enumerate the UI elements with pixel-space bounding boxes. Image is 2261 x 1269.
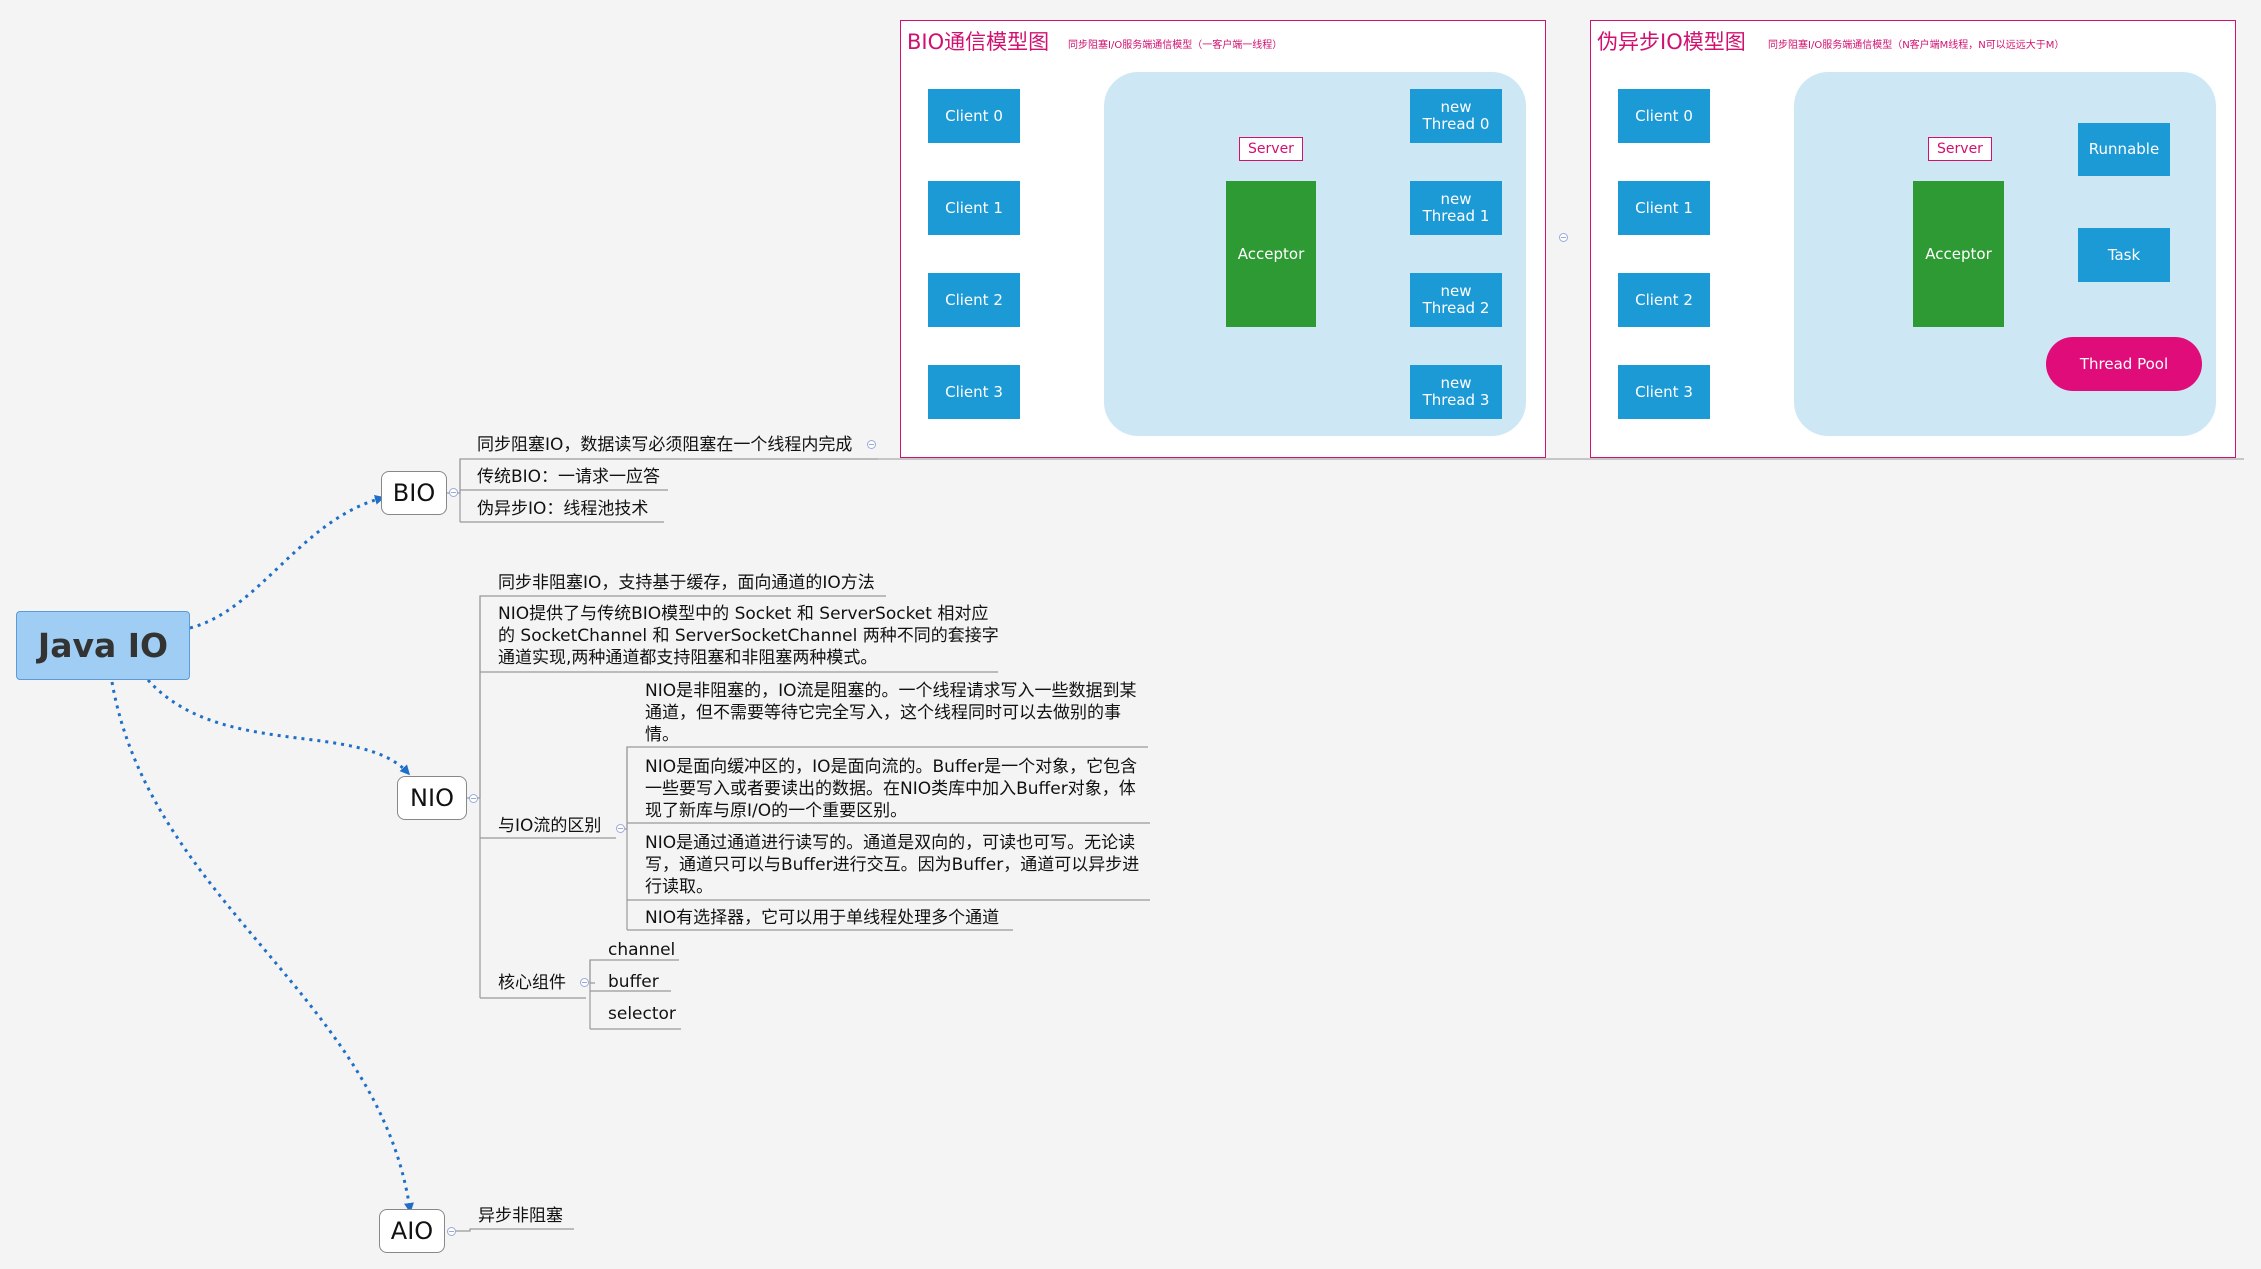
collapse-bio-diagram-icon[interactable]	[867, 440, 876, 449]
root-node-java-io[interactable]: Java IO	[16, 611, 190, 680]
pseudo-diagram-subtitle: 同步阻塞I/O服务端通信模型（N客户端M线程，N可以远远大于M）	[1768, 40, 2065, 51]
collapse-core-icon[interactable]	[580, 978, 589, 987]
nio-diff-item-2[interactable]: NIO是通过通道进行读写的。通道是双向的，可读也可写。无论读写，通道只可以与Bu…	[645, 833, 1140, 897]
bio-item-0[interactable]: 同步阻塞IO，数据读写必须阻塞在一个线程内完成	[477, 435, 853, 455]
bio-item-2[interactable]: 伪异步IO：线程池技术	[477, 499, 649, 519]
bio-client-3: Client 3	[928, 365, 1020, 419]
bio-thread-3: new Thread 3	[1410, 365, 1502, 419]
collapse-bio-icon[interactable]	[449, 488, 458, 497]
bio-diagram-subtitle: 同步阻塞I/O服务端通信模型（一客户端一线程）	[1068, 40, 1283, 51]
bio-client-2: Client 2	[928, 273, 1020, 327]
nio-core-item-channel[interactable]: channel	[608, 940, 676, 960]
bio-acceptor: Acceptor	[1226, 181, 1316, 327]
collapse-nio-icon[interactable]	[469, 794, 478, 803]
nio-core-item-selector[interactable]: selector	[608, 1004, 676, 1024]
bio-client-1: Client 1	[928, 181, 1020, 235]
pseudo-runnable: Runnable	[2078, 123, 2170, 176]
pseudo-client-2: Client 2	[1618, 273, 1710, 327]
branch-nio[interactable]: NIO	[397, 776, 467, 820]
branch-bio[interactable]: BIO	[381, 471, 447, 515]
nio-diff-item-0[interactable]: NIO是非阻塞的，IO流是阻塞的。一个线程请求写入一些数据到某通道，但不需要等待…	[645, 681, 1137, 745]
bio-item-1[interactable]: 传统BIO：一请求一应答	[477, 467, 661, 487]
pseudo-task: Task	[2078, 228, 2170, 282]
bio-diagram-title: BIO通信模型图	[907, 30, 1050, 54]
connector-root-nio	[146, 678, 411, 776]
pseudo-client-1: Client 1	[1618, 181, 1710, 235]
pseudo-client-0: Client 0	[1618, 89, 1710, 143]
bio-server-label: Server	[1239, 137, 1303, 161]
connector-root-aio	[110, 681, 414, 1213]
connector-root-bio	[189, 494, 385, 630]
nio-diff-label[interactable]: 与IO流的区别	[498, 816, 602, 836]
nio-core-item-buffer[interactable]: buffer	[608, 972, 659, 992]
nio-diff-item-3[interactable]: NIO有选择器，它可以用于单线程处理多个通道	[645, 908, 1000, 928]
nio-item-1[interactable]: NIO提供了与传统BIO模型中的 Socket 和 ServerSocket 相…	[498, 604, 999, 668]
nio-item-0[interactable]: 同步非阻塞IO，支持基于缓存，面向通道的IO方法	[498, 573, 875, 593]
bio-thread-1: new Thread 1	[1410, 181, 1502, 235]
collapse-aio-icon[interactable]	[447, 1227, 456, 1236]
pseudo-diagram-title: 伪异步IO模型图	[1597, 30, 1746, 54]
nio-diff-item-1[interactable]: NIO是面向缓冲区的，IO是面向流的。Buffer是一个对象，它包含一些要写入或…	[645, 757, 1138, 821]
collapse-diagram-icon[interactable]	[1559, 233, 1568, 242]
aio-item-0[interactable]: 异步非阻塞	[478, 1206, 563, 1226]
branch-aio[interactable]: AIO	[379, 1209, 445, 1253]
pseudo-thread-pool: Thread Pool	[2046, 337, 2202, 391]
bio-thread-2: new Thread 2	[1410, 273, 1502, 327]
nio-core-label[interactable]: 核心组件	[498, 973, 566, 993]
collapse-diff-icon[interactable]	[616, 824, 625, 833]
pseudo-acceptor: Acceptor	[1913, 181, 2004, 327]
bio-client-0: Client 0	[928, 89, 1020, 143]
pseudo-server-label: Server	[1928, 137, 1992, 161]
pseudo-client-3: Client 3	[1618, 365, 1710, 419]
bio-thread-0: new Thread 0	[1410, 89, 1502, 143]
